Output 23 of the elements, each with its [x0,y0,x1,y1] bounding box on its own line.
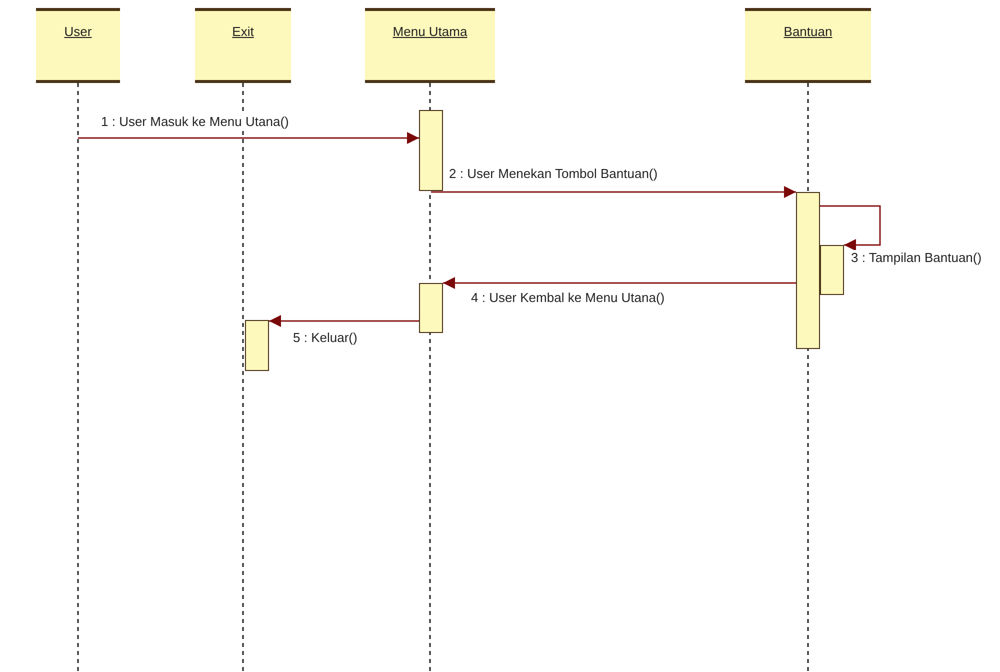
message-label: 1 : User Masuk ke Menu Utana() [100,114,290,130]
object-name: User [64,24,92,39]
activation-bar [419,110,443,191]
activation-bar [796,192,820,349]
message-arrow [820,205,881,251]
lifeline-head-box [745,8,871,83]
lifeline-head-box [36,8,120,83]
lifeline-head-box [195,8,291,83]
message-label: 5 : Keluar() [292,330,358,346]
object-name: Bantuan [784,24,832,39]
message-label: 4 : User Kembal ke Menu Utana() [470,290,666,306]
message-arrow [269,315,419,327]
message-arrow [431,186,796,198]
message-arrow [78,132,419,144]
message-label: 3 : Tampilan Bantuan() [850,250,983,266]
activation-bar [245,320,269,371]
activation-bar [419,283,443,333]
object-name: Exit [232,24,254,39]
activation-bar [820,245,844,295]
lifeline-head-box [365,8,495,83]
object-name: Menu Utama [392,24,468,39]
message-label: 2 : User Menekan Tombol Bantuan() [448,166,659,182]
message-arrow [443,277,796,289]
